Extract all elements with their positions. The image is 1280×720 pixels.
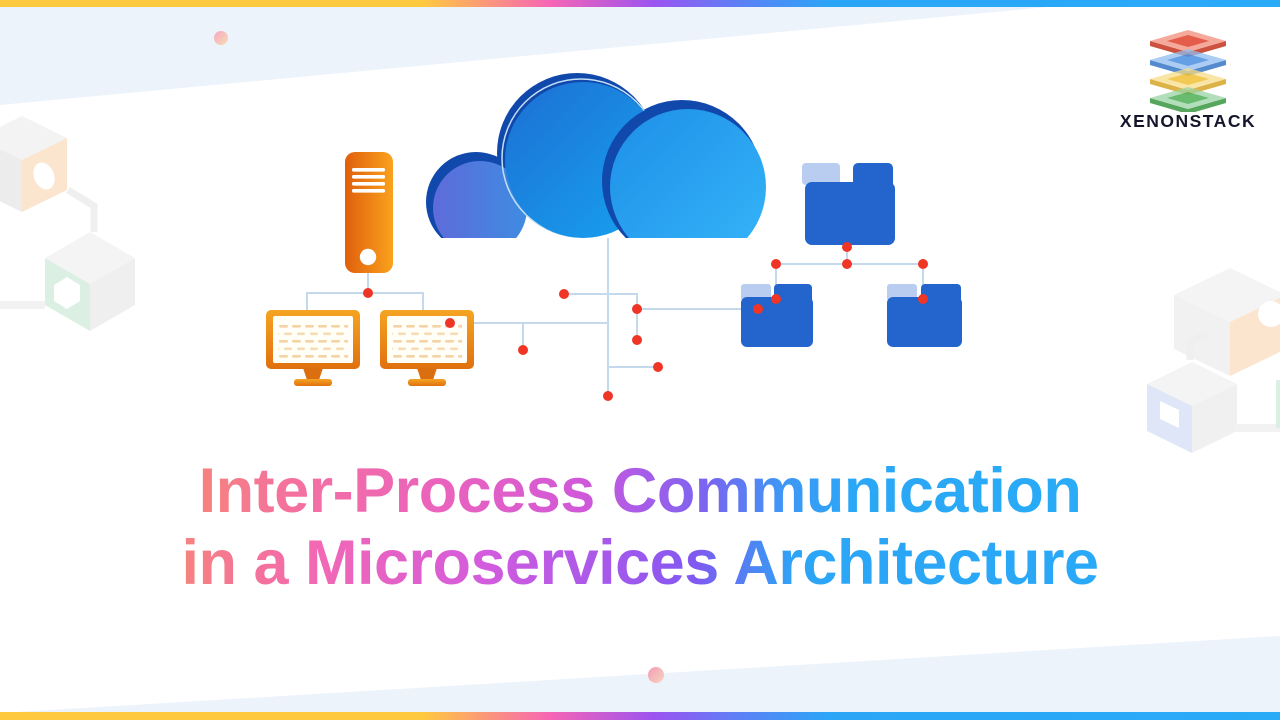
server-icon <box>345 152 393 273</box>
decor-cubes-left <box>0 116 135 331</box>
folder-icon-left <box>741 284 813 347</box>
decor-dot <box>648 667 664 683</box>
monitor-icon <box>380 310 474 386</box>
bottom-background-wedge <box>0 636 1280 720</box>
top-background-wedge <box>0 7 1048 105</box>
page-title: Inter-Process Communication in a Microse… <box>0 455 1280 599</box>
decor-dot <box>214 31 228 45</box>
title-line-1: Inter-Process Communication <box>198 456 1082 526</box>
bottom-gradient-bar <box>0 712 1280 720</box>
stacked-layers-logo-icon <box>1150 30 1226 114</box>
junction-dots <box>363 242 928 401</box>
top-gradient-bar <box>0 0 1280 7</box>
folder-icon-right <box>887 284 962 347</box>
decor-cubes-right <box>1147 268 1280 453</box>
brand-wordmark: XENONSTACK <box>1119 111 1257 131</box>
monitor-icon <box>266 310 360 386</box>
folder-icon-top <box>802 163 895 245</box>
cloud-icon <box>426 73 766 238</box>
xenonstack-logo <box>1140 24 1236 114</box>
title-line-2: in a Microservices Architecture <box>181 528 1099 598</box>
